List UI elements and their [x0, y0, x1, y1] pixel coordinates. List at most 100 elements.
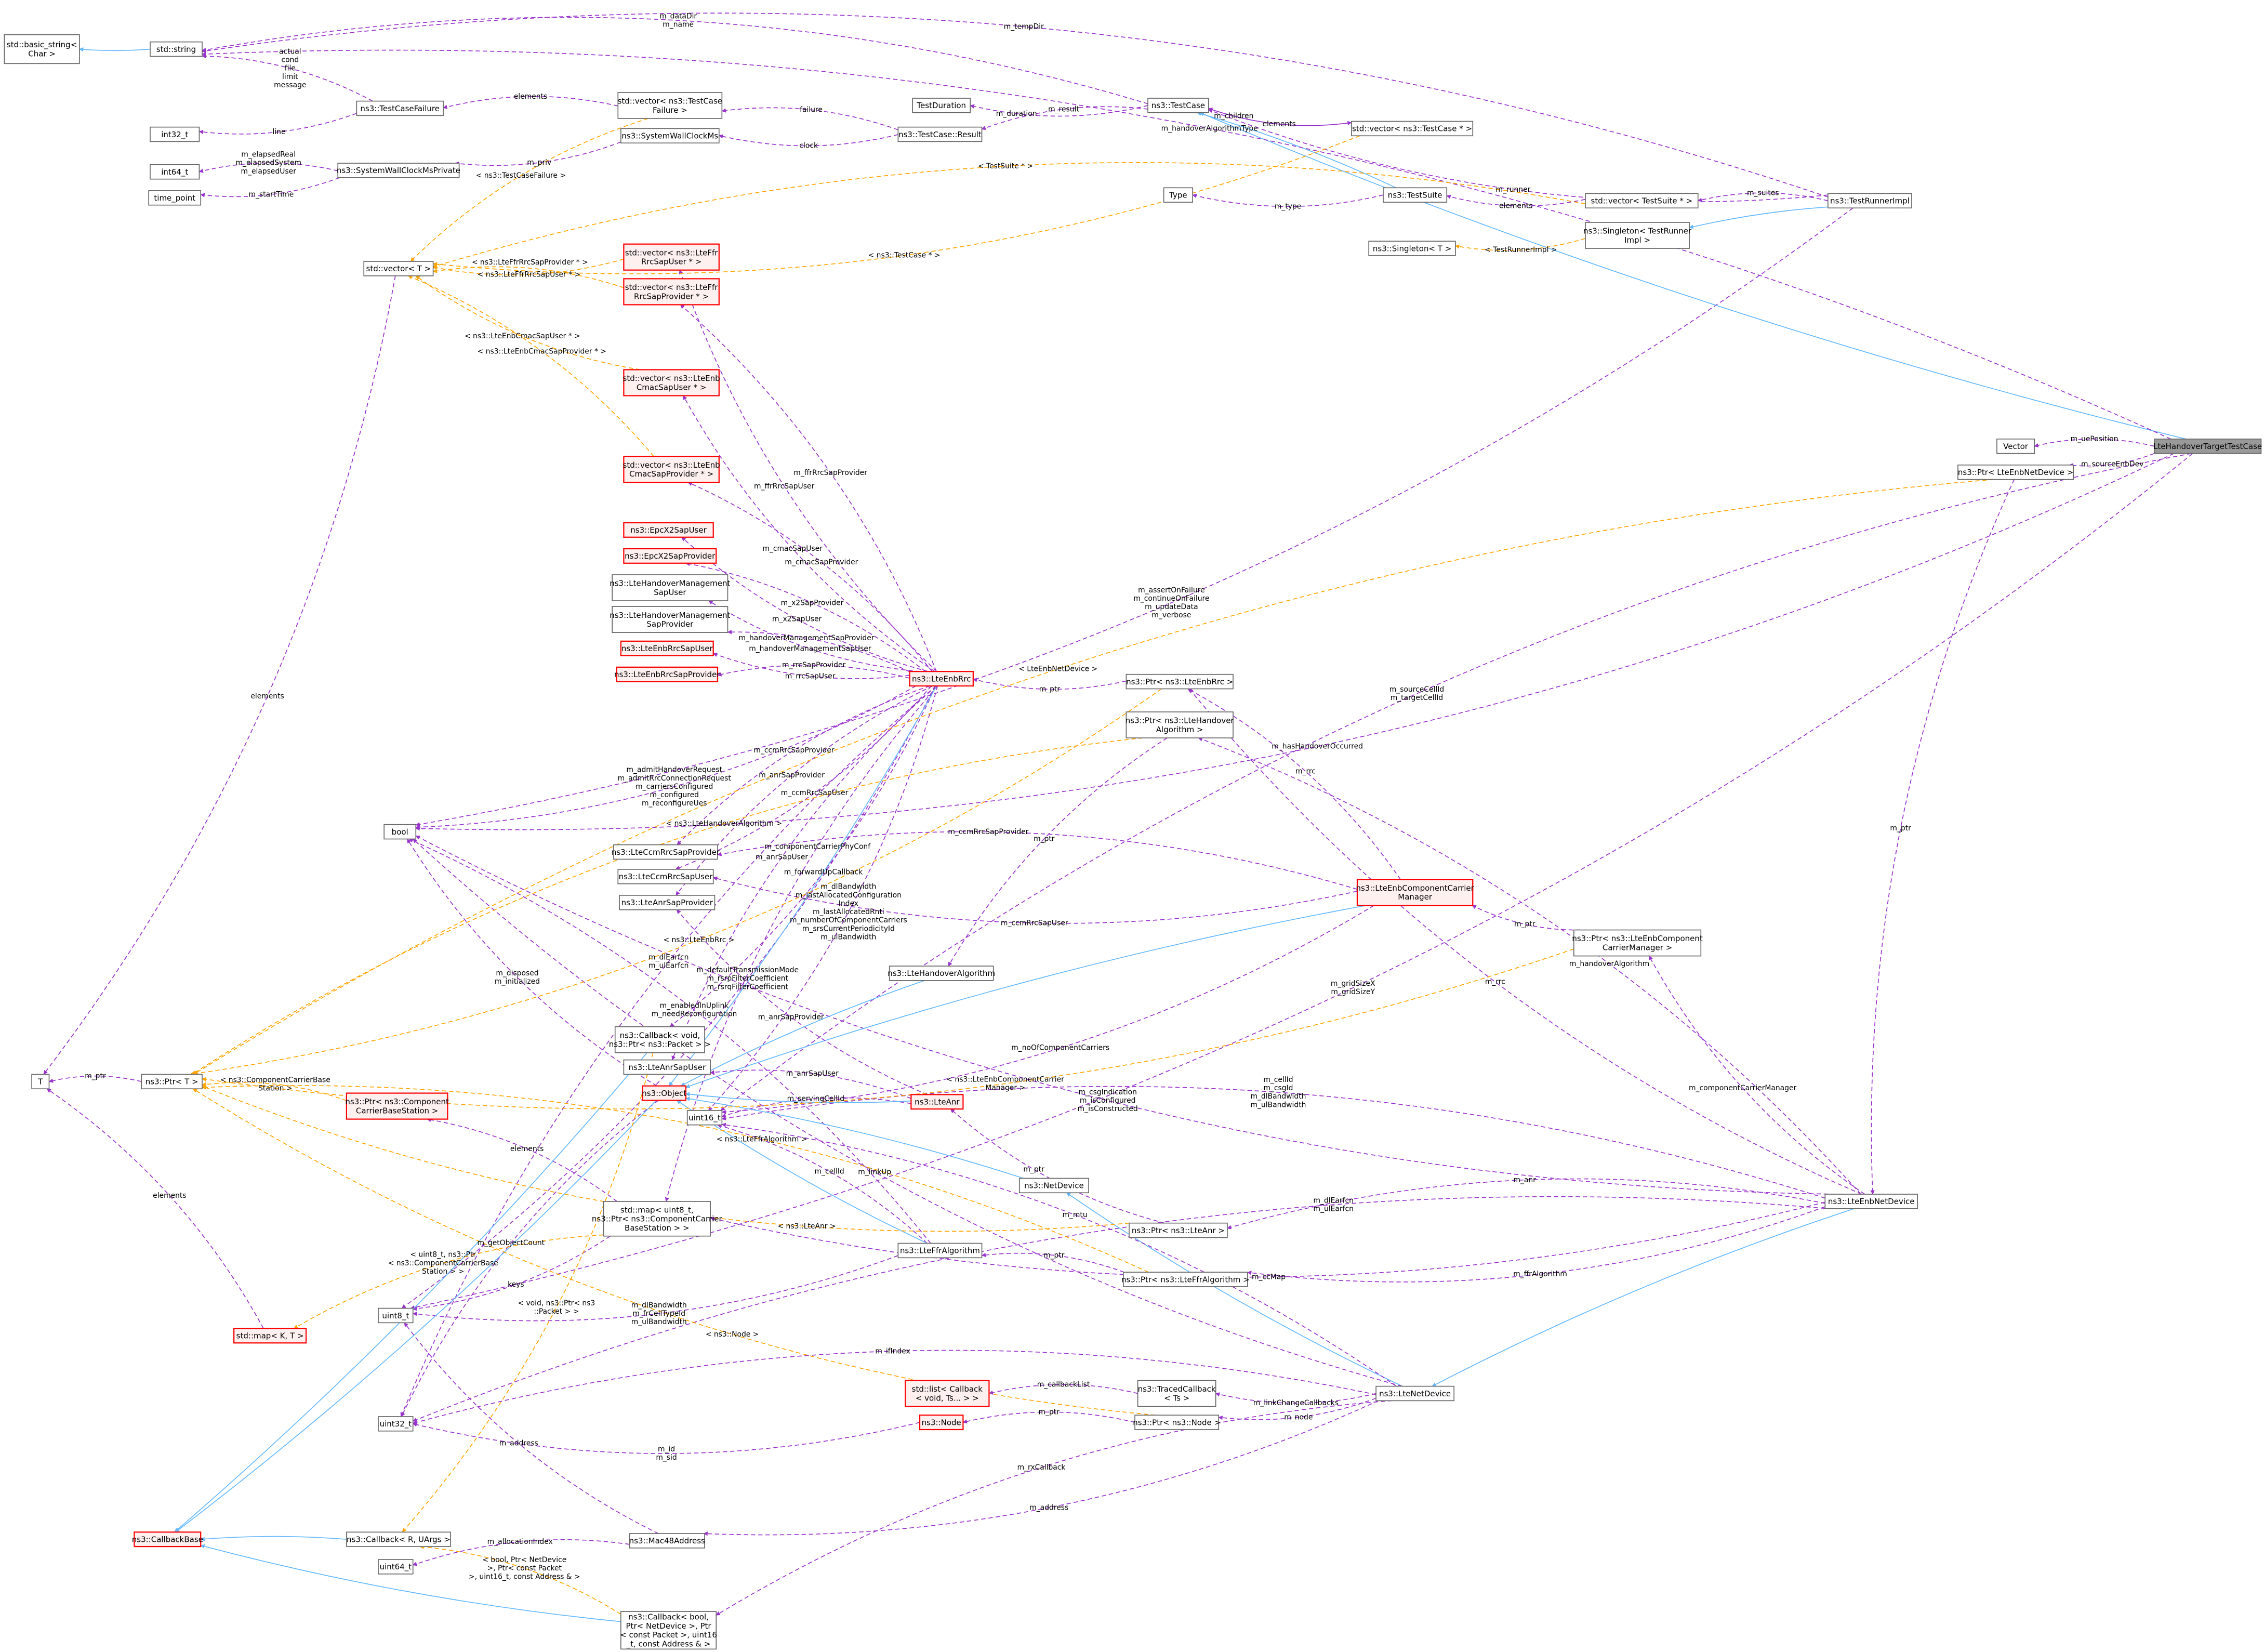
class-node-cb-r[interactable]: ns3::Callback< R, UArgs >: [346, 1531, 451, 1547]
edge-enb-rrc-to-uint8: [401, 685, 936, 1309]
class-node-ptr-enb-rrc[interactable]: ns3::Ptr< ns3::LteEnbRrc >: [1126, 673, 1234, 690]
class-node-vec-ffr-user[interactable]: std::vector< ns3::LteFfrRrcSapUser * >: [623, 243, 720, 271]
class-node-cb-base[interactable]: ns3::CallbackBase: [132, 1531, 203, 1548]
edge-label: m_reconfigureUes: [642, 799, 707, 808]
class-node-vec-tc[interactable]: std::vector< ns3::TestCase * >: [1351, 121, 1474, 137]
edge-label: m_rrcSapUser: [785, 672, 836, 680]
class-node-ptr-ccbs[interactable]: ns3::Ptr< ns3::ComponentCarrierBaseStati…: [345, 1092, 449, 1120]
edge-anr-to-object: [685, 1092, 911, 1103]
class-node-uint64[interactable]: uint64_t: [378, 1559, 414, 1575]
class-node-map-kt[interactable]: std::map< K, T >: [233, 1328, 307, 1344]
class-node-ccm-prov[interactable]: ns3::LteCcmRrcSapProvider: [612, 844, 720, 860]
node-label: ns3::Ptr< T >: [145, 1077, 198, 1087]
node-box: [1368, 241, 1456, 256]
edge-ffr-to-uint8: [412, 1255, 898, 1321]
class-node-swcm[interactable]: ns3::SystemWallClockMs: [620, 128, 720, 144]
class-node-singleton-t[interactable]: ns3::Singleton< T >: [1368, 241, 1456, 256]
class-node-node[interactable]: ns3::Node: [919, 1415, 964, 1431]
node-label: std::string: [156, 45, 196, 54]
class-node-runner[interactable]: ns3::TestRunnerImpl: [1827, 193, 1912, 209]
class-node-ptr-anr[interactable]: ns3::Ptr< ns3::LteAnr >: [1129, 1222, 1228, 1238]
class-node-result[interactable]: ns3::TestCase::Result: [897, 126, 983, 142]
class-node-map[interactable]: std::map< uint8_t,ns3::Ptr< ns3::Compone…: [592, 1201, 723, 1237]
class-node-x2-prov[interactable]: ns3::EpcX2SapProvider: [623, 548, 717, 564]
class-node-uint32[interactable]: uint32_t: [378, 1416, 414, 1432]
class-node-ffr[interactable]: ns3::LteFfrAlgorithm: [897, 1243, 983, 1259]
node-label: std::vector< ns3::TestCase * >: [1352, 124, 1472, 134]
class-node-object[interactable]: ns3::Object: [642, 1085, 686, 1101]
class-node-enb-net-dev[interactable]: ns3::LteEnbNetDevice: [1824, 1194, 1918, 1209]
class-node-ccm-user[interactable]: ns3::LteCcmRrcSapUser: [617, 869, 714, 884]
class-node-bool[interactable]: bool: [383, 824, 417, 840]
edge-label: m_hasHandoverOccurred: [1272, 743, 1363, 751]
class-node-rrc-prov[interactable]: ns3::LteEnbRrcSapProvider: [614, 666, 720, 682]
class-node-testsuite[interactable]: ns3::TestSuite: [1383, 187, 1448, 203]
edge-label: m_linkUp: [858, 1168, 891, 1176]
class-node-uint16[interactable]: uint16_t: [686, 1110, 723, 1126]
class-node-ptr-ho[interactable]: ns3::Ptr< ns3::LteHandoverAlgorithm >: [1126, 711, 1235, 738]
node-label: ns3::Ptr< ns3::LteFfrAlgorithm >: [1121, 1275, 1250, 1284]
class-node-tcfail[interactable]: ns3::TestCaseFailure: [356, 100, 444, 116]
class-node-int32[interactable]: int32_t: [150, 126, 200, 142]
node-label: std::vector< ns3::LteFfr: [625, 248, 719, 257]
class-node-singleton-tr[interactable]: ns3::Singleton< TestRunnerImpl >: [1583, 222, 1692, 249]
class-node-ptr-ccm[interactable]: ns3::Ptr< ns3::LteEnbComponentCarrierMan…: [1572, 929, 1703, 957]
class-node-string[interactable]: std::string: [150, 41, 203, 57]
class-node-traced[interactable]: ns3::TracedCallback< Ts >: [1137, 1380, 1216, 1407]
class-node-vec-ffr-prov[interactable]: std::vector< ns3::LteFfrRrcSapProvider *…: [623, 278, 720, 306]
class-node-enb-rrc[interactable]: ns3::LteEnbRrc: [909, 671, 974, 687]
class-node-ptr-t[interactable]: ns3::Ptr< T >: [141, 1074, 203, 1090]
edge-label: m_ptr: [1890, 824, 1911, 832]
class-node-netdev[interactable]: ns3::NetDevice: [1018, 1178, 1089, 1194]
class-node-swcmp[interactable]: ns3::SystemWallClockMsPrivate: [337, 163, 460, 178]
class-node-vec-cmac-prov[interactable]: std::vector< ns3::LteEnbCmacSapProvider …: [623, 456, 720, 483]
class-node-uint8[interactable]: uint8_t: [378, 1307, 414, 1324]
class-node-anr[interactable]: ns3::LteAnr: [910, 1094, 964, 1110]
class-node-int64[interactable]: int64_t: [150, 164, 200, 180]
class-node-vector[interactable]: Vector: [1996, 438, 2035, 454]
node-label: uint8_t: [382, 1311, 409, 1321]
edge-node-to-uint32: [412, 1422, 920, 1454]
class-node-target[interactable]: LteHandoverTargetTestCase: [2153, 438, 2262, 454]
class-node-anr-prov[interactable]: ns3::LteAnrSapProvider: [619, 895, 716, 910]
node-box: [642, 1085, 686, 1101]
edge-label: m_sourceEnbDev: [2081, 460, 2143, 469]
edge-label: m_initialized: [495, 977, 540, 986]
class-node-rrc-user[interactable]: ns3::LteEnbRrcSapUser: [620, 640, 714, 656]
edge-enb-net-dev-to-ptr-ffr: [1247, 1206, 1825, 1283]
node-label: ns3::LteAnr: [915, 1098, 960, 1107]
node-label: ns3::LteHandoverManagement: [610, 611, 730, 620]
node-label: SapUser: [654, 588, 686, 597]
class-node-cb-void[interactable]: ns3::Callback< void,ns3::Ptr< ns3::Packe…: [609, 1026, 711, 1053]
edge-runner-to-bool: [415, 207, 1853, 827]
class-node-vec-ts[interactable]: std::vector< TestSuite * >: [1585, 193, 1699, 209]
edge-vec-tc-to-vector-t: [432, 135, 1360, 274]
class-node-vector-t[interactable]: std::vector< T >: [363, 261, 434, 276]
class-node-testcase[interactable]: ns3::TestCase: [1147, 98, 1209, 113]
class-node-vec-cmac-user[interactable]: std::vector< ns3::LteEnbCmacSapUser * >: [623, 369, 720, 397]
class-node-anr-user[interactable]: ns3::LteAnrSapUser: [623, 1059, 711, 1075]
class-node-cb-bool[interactable]: ns3::Callback< bool,Ptr< NetDevice >, Pt…: [620, 1611, 717, 1650]
edge-map-kt-to-t: [46, 1088, 264, 1329]
edge-label: m_verbose: [1151, 611, 1191, 619]
class-node-ptr-enb-dev[interactable]: ns3::Ptr< LteEnbNetDevice >: [1957, 464, 2074, 480]
node-box: [620, 1611, 717, 1650]
class-node-basic-string[interactable]: std::basic_string<Char >: [4, 34, 80, 64]
class-node-mac[interactable]: ns3::Mac48Address: [629, 1533, 705, 1549]
class-node-duration[interactable]: TestDuration: [912, 98, 971, 113]
class-node-ho-alg[interactable]: ns3::LteHandoverAlgorithm: [888, 966, 995, 981]
class-node-t[interactable]: T: [31, 1074, 50, 1090]
edge-runner-to-testcase: [1208, 109, 1828, 203]
class-node-ptr-ffr[interactable]: ns3::Ptr< ns3::LteFfrAlgorithm >: [1121, 1272, 1250, 1287]
class-node-x2-user[interactable]: ns3::EpcX2SapUser: [623, 522, 714, 538]
class-node-ptr-node[interactable]: ns3::Ptr< ns3::Node >: [1133, 1415, 1221, 1430]
class-node-list[interactable]: std::list< Callback< void, Ts... > >: [905, 1380, 990, 1407]
class-node-vec-tcf[interactable]: std::vector< ns3::TestCaseFailure >: [617, 92, 723, 119]
class-node-lte-net[interactable]: ns3::LteNetDevice: [1375, 1385, 1454, 1402]
edge-result-to-swcm: [718, 134, 898, 147]
class-node-type[interactable]: Type: [1163, 187, 1194, 203]
class-node-timepoint[interactable]: time_point: [148, 190, 202, 206]
